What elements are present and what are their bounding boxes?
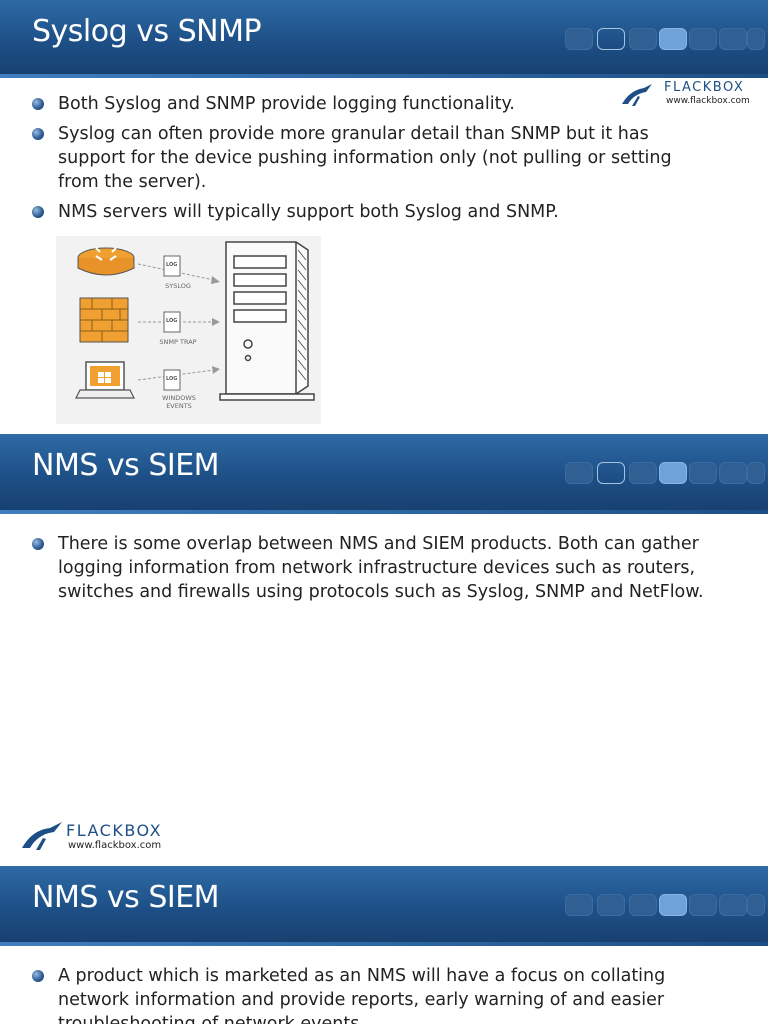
svg-text:LOG: LOG (166, 376, 177, 382)
bullet-item: A product which is marketed as an NMS wi… (32, 964, 732, 1024)
bullet-list: A product which is marketed as an NMS wi… (32, 964, 732, 1024)
dot (747, 462, 765, 484)
slide-nms-vs-siem-2: NMS vs SIEM A product which is marketed … (0, 866, 768, 1024)
flackbox-logo: FLACKBOX www.flackbox.com (620, 80, 765, 108)
dot (689, 462, 717, 484)
server-icon (219, 241, 315, 401)
dot (629, 894, 657, 916)
flackbox-logo: FLACKBOX www.flackbox.com (20, 820, 180, 856)
dot (597, 462, 625, 484)
dot (565, 28, 593, 50)
router-icon (77, 247, 135, 276)
decorative-dots (565, 894, 765, 916)
dot (689, 894, 717, 916)
bullet-text: Both Syslog and SNMP provide logging fun… (58, 94, 515, 114)
log-file-icon (163, 255, 181, 391)
brand-name: FLACKBOX (664, 80, 745, 95)
dot (719, 894, 747, 916)
bullet-icon (32, 98, 44, 110)
bullet-icon (32, 206, 44, 218)
flackbox-bird-icon (22, 822, 62, 850)
laptop-icon (75, 361, 135, 399)
bullet-item: Both Syslog and SNMP provide logging fun… (32, 92, 672, 116)
brand-url: www.flackbox.com (68, 840, 162, 851)
bullet-icon (32, 538, 44, 550)
svg-text:LOG: LOG (166, 318, 177, 324)
dot (659, 28, 687, 50)
slide-title: NMS vs SIEM (32, 880, 220, 915)
slide-title: NMS vs SIEM (32, 448, 220, 483)
title-bar: NMS vs SIEM (0, 434, 768, 514)
firewall-icon (79, 297, 129, 343)
brand-name: FLACKBOX (66, 821, 163, 840)
dot (719, 28, 747, 50)
dot (597, 28, 625, 50)
title-bar: Syslog vs SNMP (0, 0, 768, 78)
snmp-trap-label: SNMP TRAP (159, 338, 197, 346)
logging-diagram: LOG LOG LOG SYSLOG SNMP TRAP WINDOWS EVE… (56, 236, 321, 424)
bullet-text: There is some overlap between NMS and SI… (58, 534, 704, 602)
bullet-icon (32, 128, 44, 140)
dot (629, 462, 657, 484)
dot (597, 894, 625, 916)
bullet-text: Syslog can often provide more granular d… (58, 124, 672, 192)
bullet-text: NMS servers will typically support both … (58, 202, 559, 222)
bullet-item: There is some overlap between NMS and SI… (32, 532, 732, 604)
dot (747, 28, 765, 50)
svg-text:LOG: LOG (166, 262, 177, 268)
diagram-graphic: LOG LOG LOG (75, 241, 315, 401)
slide-syslog-vs-snmp: Syslog vs SNMP FLACKBOX www.flackbox.com… (0, 0, 768, 432)
slide-nms-vs-siem: NMS vs SIEM There is some overlap betwee… (0, 434, 768, 864)
brand-url: www.flackbox.com (666, 96, 750, 106)
dot (747, 894, 765, 916)
bullet-list: Both Syslog and SNMP provide logging fun… (32, 92, 672, 230)
dot (719, 462, 747, 484)
flackbox-bird-icon (622, 84, 652, 106)
syslog-label: SYSLOG (165, 282, 191, 290)
dot (565, 462, 593, 484)
bullet-text: A product which is marketed as an NMS wi… (58, 966, 666, 1024)
title-bar: NMS vs SIEM (0, 866, 768, 946)
dot (629, 28, 657, 50)
bullet-list: There is some overlap between NMS and SI… (32, 532, 732, 610)
bullet-item: Syslog can often provide more granular d… (32, 122, 672, 194)
decorative-dots (565, 28, 765, 50)
dot (565, 894, 593, 916)
windows-events-label: WINDOWS EVENTS (162, 394, 196, 410)
dot (659, 894, 687, 916)
dot (689, 28, 717, 50)
decorative-dots (565, 462, 765, 484)
bullet-item: NMS servers will typically support both … (32, 200, 672, 224)
dot (659, 462, 687, 484)
slide-title: Syslog vs SNMP (32, 14, 262, 49)
bullet-icon (32, 970, 44, 982)
